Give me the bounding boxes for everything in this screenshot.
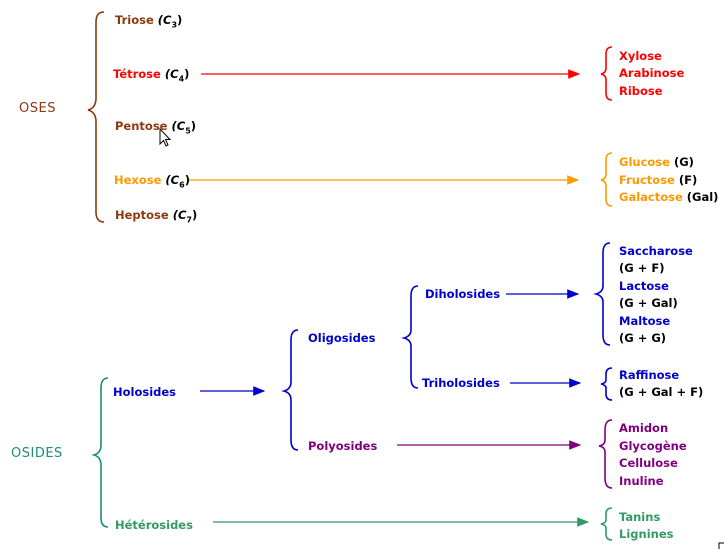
product-tanins: Tanins bbox=[619, 510, 661, 524]
product-ribose: Ribose bbox=[619, 84, 663, 98]
product-galactose: Galactose (Gal) bbox=[619, 190, 719, 204]
product-cellulose: Cellulose bbox=[619, 456, 678, 470]
pentose-name: Pentose bbox=[115, 119, 168, 133]
product-fructose: Fructose (F) bbox=[619, 173, 698, 187]
oligosides-label: Oligosides bbox=[308, 331, 376, 345]
composition-maltose: (G + G) bbox=[619, 331, 667, 345]
tetrose-formula: (C4) bbox=[164, 67, 190, 84]
holosides-label: Holosides bbox=[113, 385, 177, 399]
product-arabinose: Arabinose bbox=[619, 66, 685, 80]
composition-lactose: (G + Gal) bbox=[619, 296, 678, 310]
pentose-formula: (C5) bbox=[171, 119, 197, 136]
polyosides-label: Polyosides bbox=[308, 439, 378, 453]
triholosides-label: Triholosides bbox=[422, 376, 500, 390]
product-lactose: Lactose bbox=[619, 279, 669, 293]
product-amidon: Amidon bbox=[619, 421, 669, 435]
oses-brace bbox=[87, 11, 105, 223]
product-inuline: Inuline bbox=[619, 474, 664, 488]
heterosides-label: Hétérosides bbox=[115, 518, 193, 532]
triose-row: Triose (C3) bbox=[115, 13, 182, 32]
triholoside-products-brace bbox=[600, 367, 613, 401]
product-lignines: Lignines bbox=[619, 527, 674, 541]
hexose-row: Hexose (C6) bbox=[114, 173, 190, 192]
oligosides-brace bbox=[401, 285, 419, 389]
composition-saccharose: (G + F) bbox=[619, 261, 665, 275]
product-raffinose: Raffinose bbox=[619, 368, 680, 382]
heptose-row: Heptose (C7) bbox=[115, 208, 197, 227]
heptose-name: Heptose bbox=[115, 208, 169, 222]
product-glycogene: Glycogène bbox=[619, 439, 687, 453]
heteroside-products-brace bbox=[600, 507, 613, 541]
product-glucose: Glucose (G) bbox=[619, 155, 694, 169]
product-xylose: Xylose bbox=[619, 49, 662, 63]
corner-mark bbox=[718, 542, 724, 549]
diholoside-products-brace bbox=[593, 242, 611, 346]
product-maltose: Maltose bbox=[619, 314, 671, 328]
composition-raffinose: (G + Gal + F) bbox=[619, 385, 704, 399]
tetrose-products-brace bbox=[600, 46, 613, 101]
triose-formula: (C3) bbox=[157, 13, 183, 30]
tetrose-row: Tétrose (C4) bbox=[113, 67, 189, 86]
osides-brace bbox=[91, 377, 109, 528]
diholosides-label: Diholosides bbox=[425, 287, 501, 301]
tetrose-name: Tétrose bbox=[113, 67, 161, 81]
mouse-cursor-icon bbox=[159, 127, 172, 147]
oses-label: OSES bbox=[19, 101, 56, 116]
heptose-formula: (C7) bbox=[172, 208, 198, 225]
osides-label: OSIDES bbox=[11, 446, 63, 461]
hexose-formula: (C6) bbox=[165, 173, 190, 190]
holosides-brace bbox=[281, 329, 299, 451]
hexose-name: Hexose bbox=[114, 173, 162, 187]
hexose-products-brace bbox=[600, 152, 613, 207]
pentose-row: Pentose (C5) bbox=[115, 119, 196, 138]
triose-name: Triose bbox=[115, 13, 154, 27]
product-saccharose: Saccharose bbox=[619, 244, 693, 258]
polyoside-products-brace bbox=[598, 419, 613, 489]
